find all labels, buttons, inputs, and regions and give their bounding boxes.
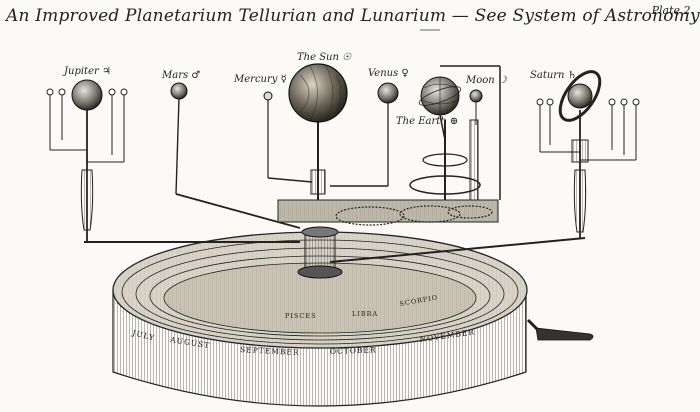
- sun-assembly: [288, 63, 348, 200]
- label-jupiter: Jupiter ♃: [64, 66, 111, 77]
- label-mercury: Mercury ☿: [234, 74, 287, 85]
- jupiter-assembly: [46, 79, 128, 242]
- venus-globe: [377, 82, 399, 104]
- mars-assembly: [170, 82, 188, 195]
- gear-train: [277, 65, 501, 226]
- dial-zodiac-libra: LIBRA: [352, 310, 378, 318]
- orrery-base: [112, 231, 528, 407]
- dial-month-october: OCTOBER: [330, 345, 377, 356]
- saturn-assembly: [536, 70, 640, 238]
- mars-globe: [170, 82, 188, 100]
- label-earth: The Earth ⊕: [396, 116, 459, 127]
- label-venus: Venus ♀: [368, 68, 409, 79]
- saturn-ring: [558, 70, 602, 122]
- saturn-globe: [567, 83, 593, 109]
- venus-assembly: [377, 82, 399, 186]
- central-column: [297, 226, 343, 279]
- label-mars: Mars ♂: [162, 70, 201, 81]
- label-sun: The Sun ☉: [297, 52, 352, 63]
- dial-zodiac-pisces: PISCES: [285, 312, 317, 320]
- label-moon: Moon ☽: [466, 75, 507, 86]
- label-saturn: Saturn ♄: [530, 70, 577, 81]
- moon-globe: [469, 89, 483, 103]
- earth-moon-assembly: [418, 76, 483, 141]
- mercury-globe: [263, 91, 273, 101]
- dial-month-september: SEPTEMBER: [240, 345, 300, 357]
- plate-number: Plate 2.: [651, 4, 694, 17]
- sun-globe: [288, 63, 348, 123]
- plate-title: An Improved Planetarium Tellurian and Lu…: [6, 6, 700, 26]
- crank-handle: [526, 318, 594, 341]
- jupiter-globe: [71, 79, 103, 111]
- mercury-assembly: [263, 91, 273, 178]
